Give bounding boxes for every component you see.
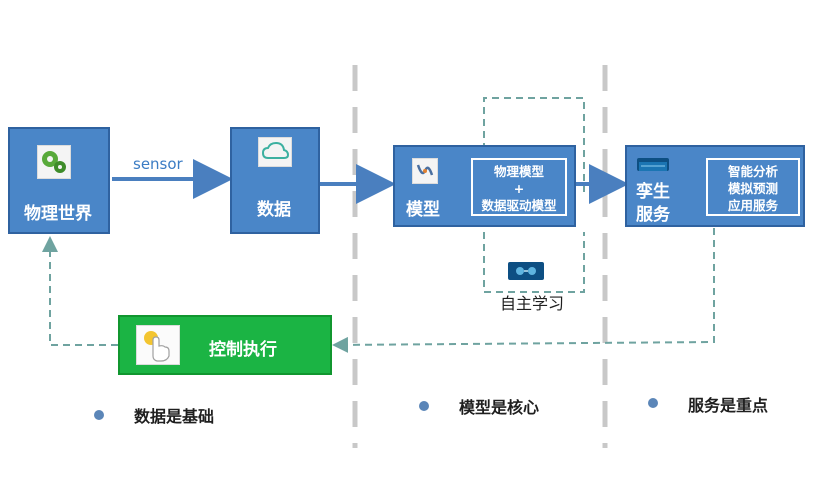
- self-learning-loop: [483, 97, 585, 293]
- ai-thumbnail-icon: [508, 262, 544, 280]
- data-box: 数据: [230, 127, 320, 234]
- model-inner-line-2: +: [513, 181, 525, 196]
- physical-world-label: 物理世界: [24, 204, 92, 224]
- sensor-label: sensor: [133, 155, 183, 173]
- bullet-model: [419, 401, 429, 411]
- model-inner-box: 物理模型 + 数据驱动模型: [471, 158, 567, 216]
- hand-touch-icon: [136, 325, 180, 365]
- screen-thumbnail-icon: [637, 158, 669, 171]
- twin-service-label-line-1: 孪生: [636, 182, 670, 202]
- cloud-icon: [258, 137, 292, 167]
- twin-service-label-line-2: 服务: [636, 205, 670, 225]
- control-box: 控制执行: [118, 315, 332, 375]
- model-inner-line-3: 数据驱动模型: [481, 198, 557, 213]
- feedback-control-to-physical: [42, 236, 118, 346]
- twin-service-box: 孪生 服务 智能分析 模拟预测 应用服务: [625, 145, 805, 227]
- model-inner-line-1: 物理模型: [493, 164, 544, 179]
- caption-model-core: 模型是核心: [459, 398, 540, 417]
- service-inner-line-2: 模拟预测: [727, 181, 778, 196]
- service-inner-line-1: 智能分析: [727, 164, 778, 179]
- model-box: 模型 物理模型 + 数据驱动模型: [393, 145, 576, 227]
- data-label: 数据: [257, 200, 291, 220]
- caption-data-foundation: 数据是基础: [134, 407, 215, 426]
- feedback-service-to-control: [332, 228, 715, 353]
- bullet-data: [94, 410, 104, 420]
- caption-service-focus: 服务是重点: [688, 396, 769, 415]
- bullet-service: [648, 398, 658, 408]
- model-logo-icon: [412, 158, 438, 184]
- model-label: 模型: [406, 200, 440, 220]
- gears-icon: [37, 145, 71, 179]
- self-learning-label: 自主学习: [500, 294, 565, 313]
- service-inner-line-3: 应用服务: [727, 198, 778, 213]
- service-inner-box: 智能分析 模拟预测 应用服务: [706, 158, 800, 216]
- physical-world-box: 物理世界: [8, 127, 110, 234]
- control-label: 控制执行: [209, 340, 277, 360]
